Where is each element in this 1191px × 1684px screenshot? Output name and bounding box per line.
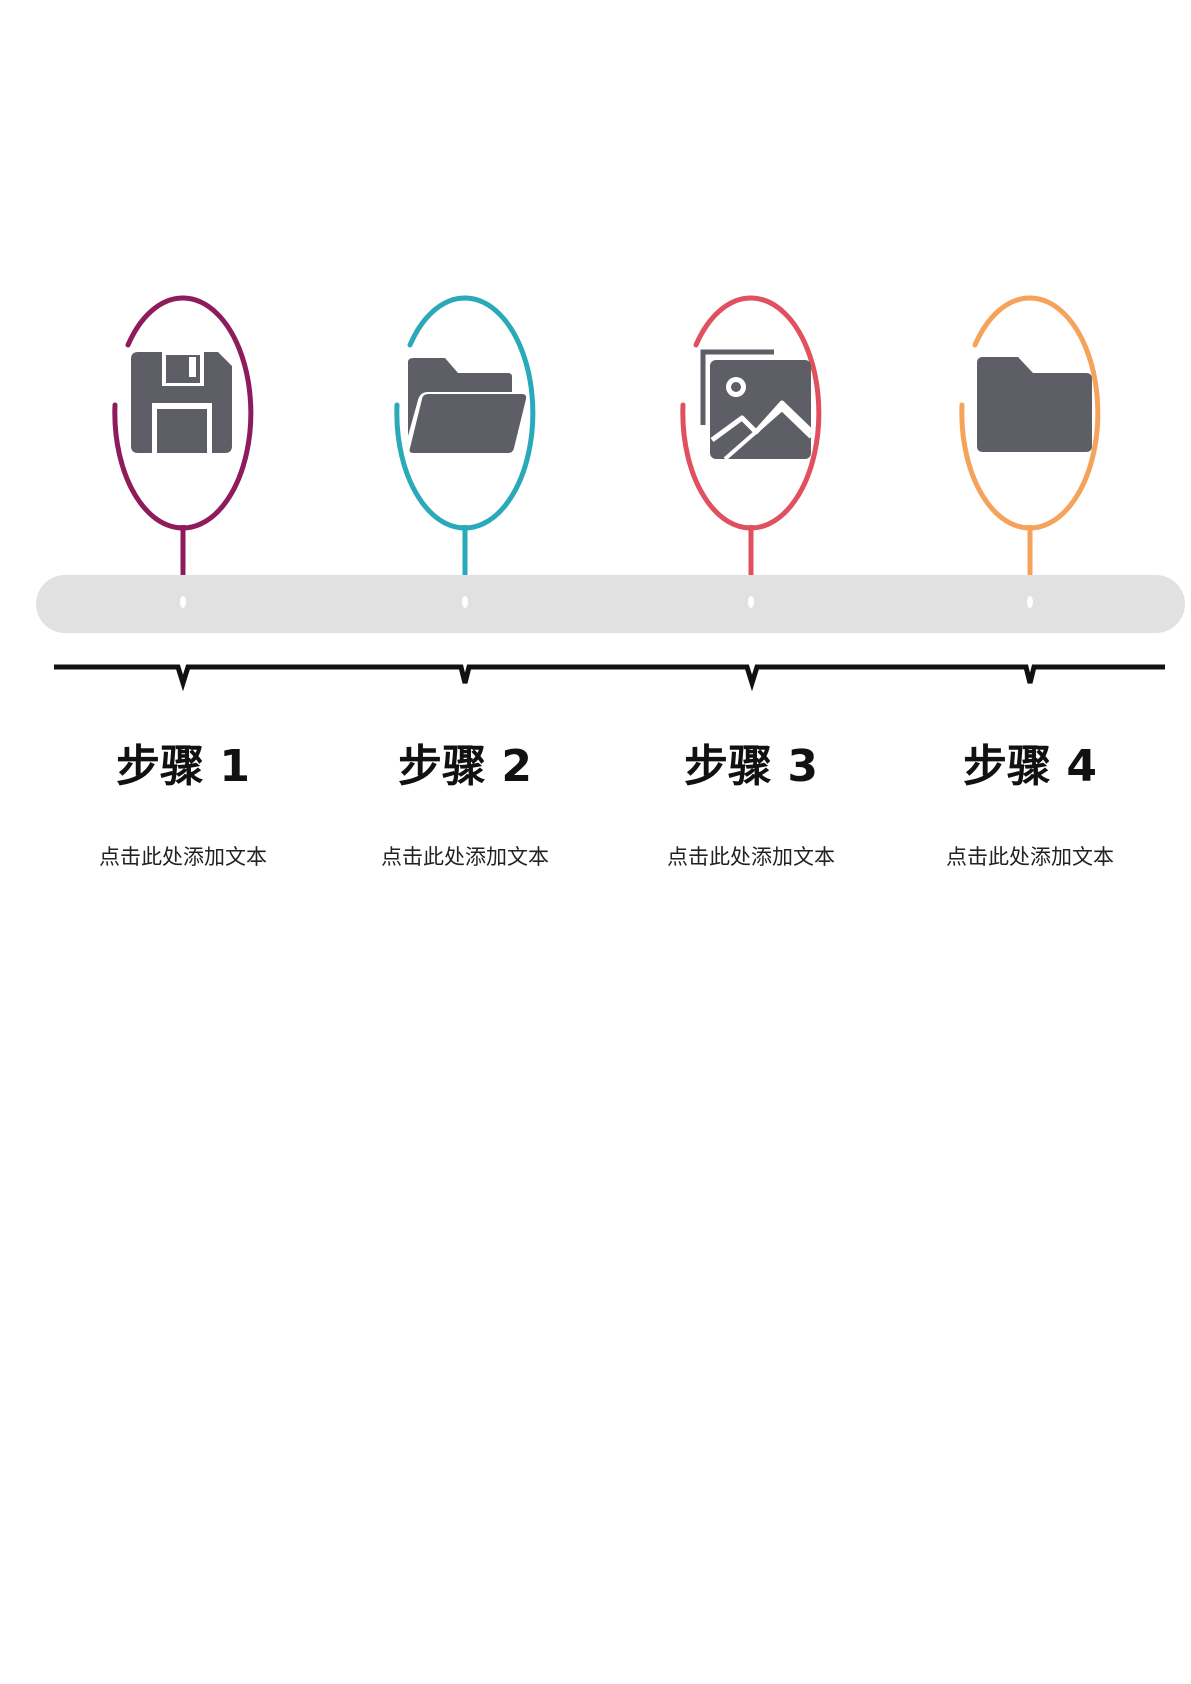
step-3-description[interactable]: 点击此处添加文本 [667, 845, 835, 869]
step-2-ring [394, 295, 536, 531]
step-4-title: 步骤 4 [963, 741, 1097, 792]
step-4-marker [959, 295, 1101, 608]
image-gallery-icon [700, 349, 814, 461]
step-3-title: 步骤 3 [684, 741, 818, 792]
floppy-disk-icon [131, 352, 232, 453]
step-2-title: 步骤 2 [398, 741, 532, 792]
step-4-ring [959, 295, 1101, 531]
step-3-dot [748, 596, 754, 608]
open-folder-icon [408, 358, 527, 453]
step-3-marker [680, 295, 822, 608]
step-2-marker [394, 295, 536, 608]
step-1-dot [180, 596, 186, 608]
folder-icon [977, 357, 1092, 452]
step-4-dot [1027, 596, 1033, 608]
timeline-track [36, 575, 1185, 633]
step-2-description[interactable]: 点击此处添加文本 [381, 845, 549, 869]
step-3-ring [680, 295, 822, 531]
step-2-dot [462, 596, 468, 608]
step-4-description[interactable]: 点击此处添加文本 [946, 845, 1114, 869]
step-1-title: 步骤 1 [116, 741, 250, 792]
step-1-description[interactable]: 点击此处添加文本 [99, 845, 267, 869]
timeline-bracket [54, 664, 1165, 692]
step-1-ring [112, 295, 254, 531]
step-1-marker [112, 295, 254, 608]
